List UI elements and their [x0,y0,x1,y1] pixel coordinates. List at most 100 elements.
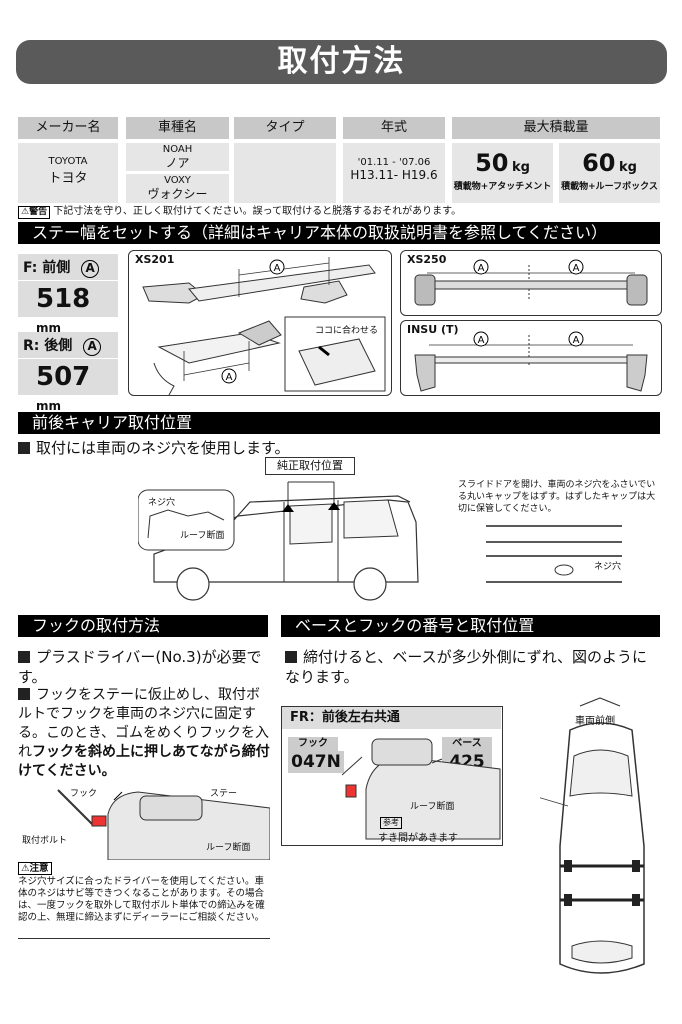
base-text-body: 締付けると、ベースが多少外側にずれ、図のようになります。 [285,648,647,686]
model1-jp: ノア [165,156,190,170]
xs250-diagram: XS250 A A [400,250,662,316]
base-section-title: ベースとフックの番号と取付位置 [281,615,660,637]
front-label-box: F: 前側 A [18,254,118,280]
insu-illustration: A A [414,331,648,392]
front-label: F: 前側 [23,260,71,276]
rear-label-box: R: 後側 A [18,332,118,358]
xs201-label: XS201 [135,253,175,266]
front-value: 518 [36,284,91,314]
header-max-load: 最大積載量 [452,117,660,139]
hook-p1-text: プラスドライバー(No.3)が必要です。 [18,648,262,686]
hook-p2: フックをステーに仮止めし、取付ボルトでフックを車両のネジ穴に固定する。このとき、… [18,686,270,781]
hook-label: フック [70,789,98,799]
xs250-illustration: A A [414,259,648,306]
caution-block: ⚠注意 ネジ穴サイズに合ったドライバーを使用してください。車体のネジはサビ等でき… [18,862,270,924]
vehicle-front-label: 車両前側 [575,716,615,727]
load1-value: 50 [475,149,509,177]
load2-note: 積載物+ルーフボックス [561,182,658,192]
warning-tag: ⚠警告 [18,206,51,219]
model1-en: NOAH [162,144,193,155]
rear-circle-a: A [83,338,102,356]
screw-hole-label-2: ネジ穴 [594,562,622,572]
cap-note: スライドドアを開け、車両のネジ穴をふさいでいる丸いキャップをはずす。はずしたキャ… [458,480,656,514]
insu-diagram: INSU (T) A A [400,320,662,396]
caution-tag: ⚠注意 [18,862,52,875]
bullet-icon [18,651,30,663]
hook-p2-text: フックをステーに仮止めし、取付ボルトでフックを車両のネジ穴に固定する。このとき、… [18,687,270,760]
warning-text: 下記寸法を守り、正しく取付けてください。誤って取付けると脱落するおそれがあります… [53,206,462,217]
fr-label: FR：前後左右共通 [282,707,501,729]
warning-tag-text: 警告 [29,207,48,217]
gap-label: すき間があきます [378,833,458,844]
rear-unit: mm [36,399,62,413]
roof-section-label: ルーフ断面 [180,531,225,541]
svg-text:A: A [274,263,281,274]
cell-type [234,143,336,203]
front-circle-a: A [81,260,100,278]
caution-tag-text: 注意 [29,863,49,874]
hook-p2-bold: フックを斜め上に押しあてながら締付けてください。 [18,744,270,779]
align-note: ココに合わせる [315,323,379,336]
cell-year: '01.11 - '07.06 H13.11- H19.6 [343,143,445,203]
stay-section-title: ステー幅をセットする（詳細はキャリア本体の取扱説明書を参照してください） [18,222,660,244]
page-title: 取付方法 [16,40,667,84]
svg-text:A: A [573,263,580,274]
model2-en: VOXY [164,175,191,186]
front-value-box: 518 mm [18,281,118,335]
maker-jp: トヨタ [48,171,88,186]
ref-tag: 参考 [380,817,402,829]
caution-text: ネジ穴サイズに合ったドライバーを使用してください。車体のネジはサビ等できつくなる… [18,876,265,923]
header-year: 年式 [343,117,445,139]
bullet-icon [285,651,297,663]
base-text: 締付けると、ベースが多少外側にずれ、図のようになります。 [285,647,660,687]
rear-value: 507 [36,362,91,392]
car-top-illustration [540,697,645,974]
cell-model1: NOAH ノア [126,143,229,171]
roof-label-fr: ルーフ断面 [410,802,455,812]
hook-number: 047N [288,751,344,773]
year-range-jp: H13.11- H19.6 [350,168,438,182]
front-unit: mm [36,321,62,335]
xs201-diagram: XS201 A A ココに合わせる [128,250,392,396]
svg-text:A: A [478,263,485,274]
hook-section-title: フックの取付方法 [18,615,268,637]
rear-value-box: 507 mm [18,359,118,413]
hook-p1: プラスドライバー(No.3)が必要です。 [18,647,268,687]
caution-divider [18,938,270,939]
bolt-label: 取付ボルト [22,836,68,846]
cell-model2: VOXY ヴォクシー [126,174,229,203]
hook-number-label: フック [288,737,338,751]
genuine-position-label: 純正取付位置 [265,457,355,475]
car-side-illustration [138,481,419,601]
xs201-illustration: A A [142,257,386,395]
screw-hole-label: ネジ穴 [148,498,176,508]
header-model: 車種名 [126,117,229,139]
roof-label: ルーフ断面 [206,843,251,853]
cell-load-roofbox: 60 kg 積載物+ルーフボックス [559,143,660,203]
xs250-label: XS250 [407,253,447,266]
cell-maker: TOYOTA トヨタ [18,143,118,203]
position-lead: 取付には車両のネジ穴を使用します。 [18,438,518,458]
hook-install-illustration [57,789,270,860]
load1-unit: kg [511,160,530,175]
load1-note: 積載物+アタッチメント [453,182,552,192]
svg-text:A: A [478,335,485,346]
fr-box: FR：前後左右共通 フック 047N ベース 425 ルーフ断面 参考 すき間が… [281,706,503,846]
maker-en: TOYOTA [48,156,88,167]
position-lead-text: 取付には車両のネジ穴を使用します。 [36,439,290,457]
insu-label: INSU (T) [407,323,459,336]
position-section-title: 前後キャリア取付位置 [18,412,660,434]
svg-text:A: A [226,372,233,383]
header-maker: メーカー名 [18,117,118,139]
model2-jp: ヴォクシー [147,187,208,201]
svg-text:A: A [573,335,580,346]
year-range: '01.11 - '07.06 [357,157,431,168]
bullet-icon [18,688,30,700]
slide-door-illustration [486,525,622,583]
base-number-label: ベース [442,737,492,751]
warning-line: ⚠警告 下記寸法を守り、正しく取付けてください。誤って取付けると脱落するおそれが… [18,205,668,219]
bullet-icon [18,442,30,454]
load2-unit: kg [618,160,637,175]
header-type: タイプ [234,117,336,139]
stay-label: ステー [210,789,238,799]
